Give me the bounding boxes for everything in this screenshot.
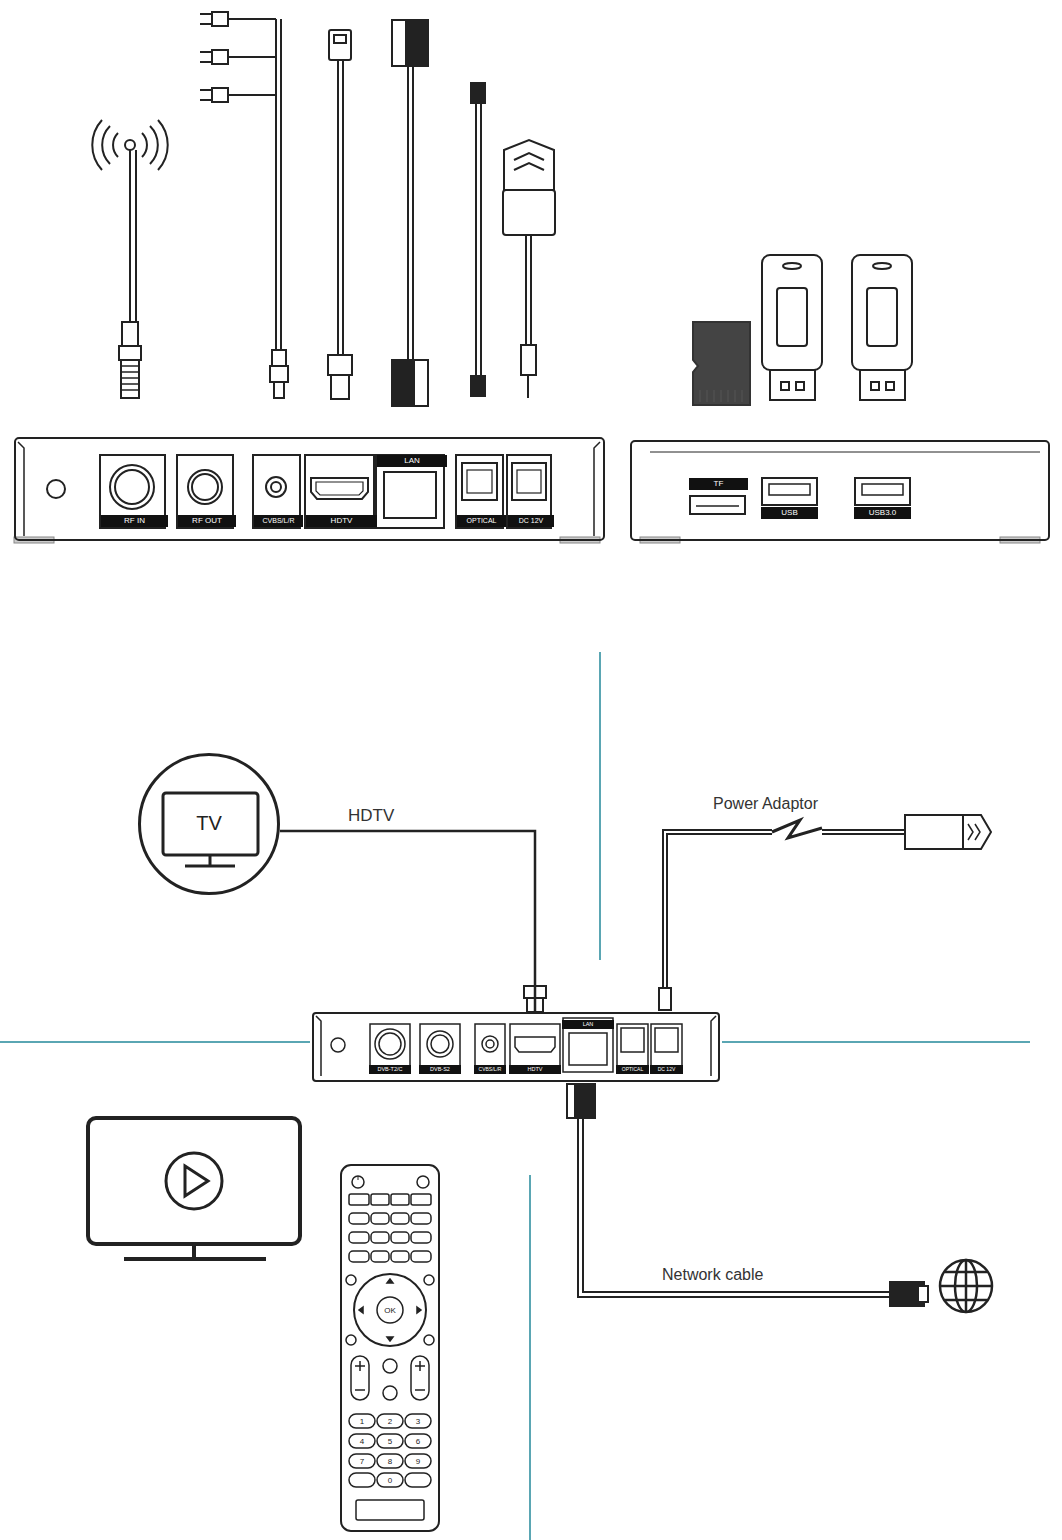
port-label: HDTV [306,515,377,527]
port-label: USB [761,507,818,519]
side-panel-ports [640,452,1040,543]
edge-label: HDTV [346,806,396,826]
side-panel: TF USB USB3.0 [630,440,1050,541]
power-adapter [503,140,555,398]
key-label: 6 [416,1437,420,1446]
globe-icon [940,1260,992,1312]
port-label: DVB-T2/C [369,1065,411,1074]
key-label: 9 [416,1457,420,1466]
port-label: LAN [377,455,447,467]
key-label: 1 [360,1417,364,1426]
av-cable [200,12,288,398]
port-label: OPTICAL [616,1065,649,1074]
tf-card-pins [700,390,742,402]
tf-card [693,322,750,405]
tv-icon [163,793,258,866]
port-label: RF OUT [178,515,236,527]
port-label: LAN [562,1020,614,1029]
port-label: CVBS/L/R [474,1065,506,1074]
port-label: USB3.0 [854,507,911,519]
remote-control [341,1165,439,1531]
network-cable [567,1084,928,1306]
key-label: 8 [388,1457,392,1466]
cable-label: Power Adaptor [713,795,818,813]
guide-lines [0,652,1030,1540]
key-label: OK [384,1306,396,1315]
port-label: DC 12V [650,1065,683,1074]
port-label: OPTICAL [457,515,506,527]
hdmi-cable [328,30,352,399]
port-label: HDTV [509,1065,561,1074]
port-label: RF IN [101,515,168,527]
power-wire [659,815,991,1010]
media-tv-icon [88,1118,300,1259]
tv-circle: TV [138,753,280,895]
box-ports [316,1016,716,1076]
back-panel-ports [14,442,600,543]
key-label: 7 [360,1457,364,1466]
key-label: 5 [388,1437,392,1446]
port-label: TF [689,478,748,490]
lan-cable [392,20,428,406]
cable-label: Network cable [662,1266,763,1284]
port-label: DC 12V [508,515,554,527]
port-label: CVBS/L/R [254,515,303,527]
key-label: 4 [360,1437,364,1446]
back-panel: RF IN RF OUT CVBS/L/RHDTV LAN OPTICALDC 12V [14,437,605,541]
set-top-box: DVB-T2/C DVB-S2 CVBS/L/RHDTV LAN OPTICALDC 1… [312,1012,720,1082]
usb-stick [762,255,822,400]
port-label: DVB-S2 [419,1065,461,1074]
key-label: 3 [416,1417,420,1426]
key-label: 0 [388,1476,392,1485]
tv-label: TV [170,811,248,835]
antenna [92,120,167,398]
usb-stick [852,255,912,400]
optical-cable [471,83,485,396]
cable-connector [280,831,535,1012]
key-label: 2 [388,1417,392,1426]
